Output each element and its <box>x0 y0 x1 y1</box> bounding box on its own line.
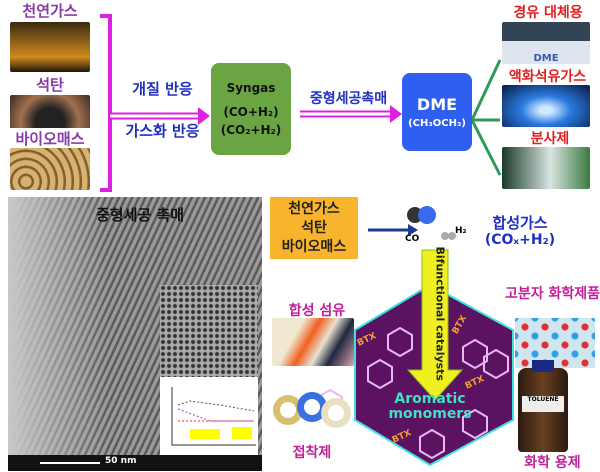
syngas-box: Syngas (CO+H₂) (CO₂+H₂) <box>211 63 291 155</box>
source-coal: 석탄 <box>36 76 64 94</box>
polymer-image <box>515 318 595 368</box>
co-label: CO <box>405 234 420 244</box>
source-box-coal: 석탄 <box>301 219 327 236</box>
source-natural-gas: 천연가스 <box>22 2 78 20</box>
catalyst-arrow-text: Bifunctional catalysts <box>433 246 447 381</box>
hex-title-1: Aromatic <box>394 391 466 407</box>
scale-bar-label: 50 nm <box>105 456 137 466</box>
dme-title: DME <box>416 95 458 114</box>
bus-image: DME <box>502 22 590 64</box>
logs-image <box>10 148 90 190</box>
tem-title: 중형세공 촉매 <box>95 206 185 224</box>
product-polymer: 고분자 화학제품 <box>505 286 600 302</box>
performance-chart-inset <box>160 377 258 455</box>
h2-label: H₂ <box>455 226 467 236</box>
source-box-gas: 천연가스 <box>288 200 340 217</box>
source-box-biomass: 바이오매스 <box>281 238 347 255</box>
gas-flame-image <box>502 85 590 127</box>
bottle-label: TOLUENE <box>522 396 564 412</box>
dme-box: DME (CH₃OCH₃) <box>402 73 472 151</box>
dme-formula: (CH₃OCH₃) <box>408 118 466 129</box>
use-propellant: 분사제 <box>530 131 570 147</box>
aromatic-diagram <box>317 206 514 467</box>
spray-image <box>502 147 590 189</box>
top-flow-arrows <box>100 14 502 192</box>
scale-bar <box>40 462 100 464</box>
tem-background <box>8 197 108 471</box>
catalyst-label: 중형세공촉매 <box>309 91 388 107</box>
tape-image <box>270 385 355 435</box>
syngas-label: 합성가스 <box>492 214 548 232</box>
use-diesel: 경유 대체용 <box>513 5 583 21</box>
syngas-line2: (CO₂+H₂) <box>220 123 282 137</box>
lattice-inset <box>160 285 258 377</box>
syngas-line1: (CO+H₂) <box>223 105 279 119</box>
product-adhesive: 접착제 <box>292 445 332 461</box>
syngas-title: Syngas <box>226 81 276 95</box>
fiber-image <box>272 318 354 366</box>
scale-bar-strip <box>8 455 262 471</box>
source-biomass: 바이오매스 <box>5 128 95 149</box>
reforming-label: 개질 반응 <box>132 80 193 98</box>
hex-title-2: monomers <box>388 406 472 422</box>
use-lpg: 액화석유가스 <box>508 69 587 85</box>
toluene-bottle: TOLUENE <box>518 360 568 452</box>
product-solvent: 화학 용제 <box>524 455 581 471</box>
product-fiber: 합성 섬유 <box>288 303 346 319</box>
gasification-label: 가스화 반응 <box>125 122 200 140</box>
oil-pump-image <box>10 22 90 72</box>
source-box: 천연가스 석탄 바이오매스 <box>270 197 358 259</box>
syngas-formula: (COₓ+H₂) <box>484 232 556 248</box>
